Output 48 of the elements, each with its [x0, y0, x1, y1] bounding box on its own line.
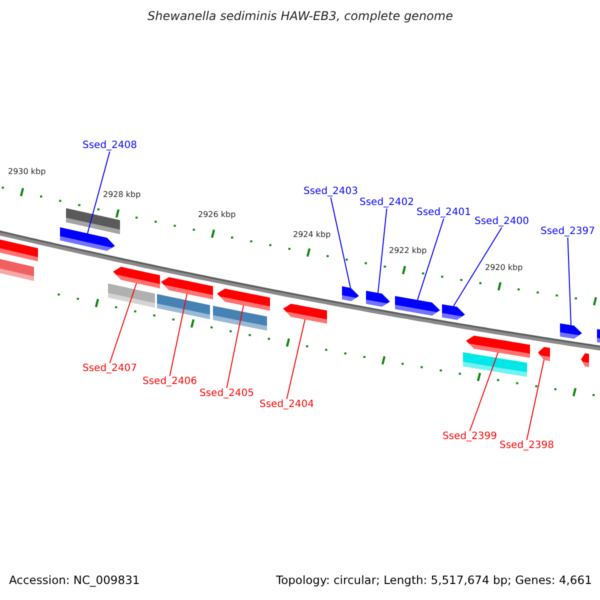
scale-label: 2928 kbp — [103, 190, 141, 200]
leader-line — [169, 293, 188, 376]
gene-name: Ssed_2407 — [82, 363, 138, 374]
gene-feature — [161, 277, 213, 300]
gene-feature — [113, 266, 160, 288]
leader-line — [286, 318, 306, 400]
gene-feature — [560, 323, 582, 339]
gene-name: Ssed_2404 — [260, 399, 314, 410]
footer-text: Accession: NC_009831 — [9, 574, 140, 588]
scale-label: 2926 kbp — [198, 210, 236, 220]
gene-feature — [538, 347, 550, 361]
leader-line — [330, 197, 351, 288]
gene-feature — [442, 304, 465, 320]
gene-feature — [60, 227, 115, 251]
leader-line — [567, 237, 572, 326]
gene-name: Ssed_2401 — [416, 207, 472, 218]
gene-feature — [283, 304, 327, 324]
scale-label: 2922 kbp — [389, 246, 427, 256]
gene-name: Ssed_2408 — [82, 140, 138, 152]
scale-label: 2924 kbp — [293, 230, 331, 240]
gene-feature — [597, 329, 600, 343]
scale-label: 2920 kbp — [485, 263, 523, 272]
scale-label: 2930 kbp — [8, 167, 46, 176]
gene-feature — [217, 288, 270, 311]
gene-feature — [0, 240, 38, 262]
gene-name: Ssed_2397 — [540, 226, 596, 238]
gene-name: Ssed_2402 — [360, 197, 414, 208]
gene-name: Ssed_2405 — [200, 388, 254, 400]
gene-name: Ssed_2399 — [442, 431, 498, 442]
leader-line — [109, 282, 137, 364]
leader-line — [469, 352, 498, 432]
gene-name: Ssed_2400 — [474, 216, 530, 228]
title: Shewanella sediminis HAW-EB3, complete genome — [148, 10, 453, 24]
gene-feature — [466, 336, 530, 358]
gene-feature — [366, 290, 390, 307]
gene-feature — [395, 296, 440, 316]
leader-line — [453, 227, 502, 307]
gene-name: Ssed_2406 — [142, 376, 198, 388]
gene-name: Ssed_2403 — [304, 186, 358, 198]
gene-feature — [342, 286, 359, 301]
leader-line — [378, 208, 388, 294]
leader-line — [87, 151, 110, 234]
footer-text: Topology: circular; Length: 5,517,674 bp; Genes: 4,661 — [276, 574, 592, 588]
leader-line — [526, 359, 544, 440]
leader-line — [417, 218, 444, 300]
gene-name: Ssed_2398 — [500, 440, 554, 452]
leader-line — [226, 304, 244, 388]
gene-feature — [581, 353, 589, 367]
